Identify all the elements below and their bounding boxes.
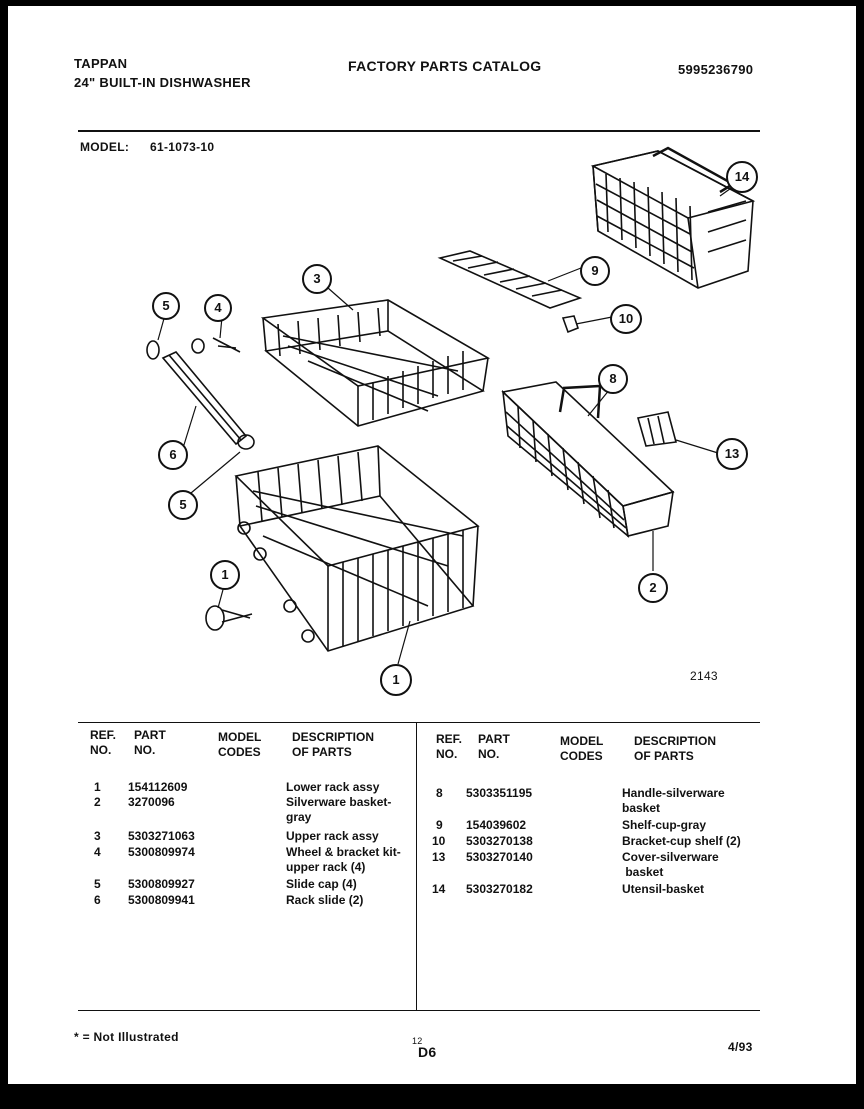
part-cell: 5303270140 [466, 850, 533, 864]
callout-4: 4 [204, 294, 232, 322]
part-cell: 5300809927 [128, 877, 195, 891]
desc-cell: Rack slide (2) [286, 893, 364, 907]
desc-cell: Lower rack assy [286, 780, 380, 794]
callout-label: 1 [392, 672, 400, 687]
not-illustrated-note: * = Not Illustrated [74, 1030, 179, 1044]
desc-cell: Slide cap (4) [286, 877, 357, 891]
product-name: 24" BUILT-IN DISHWASHER [74, 75, 251, 90]
cup-shelf-illustration [437, 250, 583, 309]
callout-8: 8 [598, 364, 628, 394]
part-cell: 5303270182 [466, 882, 533, 896]
lower-rack-illustration [234, 445, 480, 652]
callout-label: 2 [649, 580, 657, 595]
callout-9: 9 [580, 256, 610, 286]
ref-cell: 1 [94, 780, 101, 794]
callout-5-upper: 5 [152, 292, 180, 320]
lower-rack-wheel-illustration [205, 605, 253, 631]
part-cell: 154039602 [466, 818, 527, 832]
part-cell: 5300809974 [128, 845, 195, 859]
desc-cell: Silverware basket- gray [286, 795, 392, 824]
catalog-title: FACTORY PARTS CATALOG [348, 58, 542, 74]
callout-label: 5 [179, 497, 187, 512]
callout-6: 6 [158, 440, 188, 470]
callout-3: 3 [302, 264, 332, 294]
callout-label: 5 [162, 298, 170, 313]
ref-cell: 9 [436, 818, 443, 832]
ref-cell: 10 [432, 834, 446, 848]
desc-cell: Handle-silverware basket [622, 786, 725, 815]
utensil-basket-illustration [590, 146, 756, 289]
callout-5-lower: 5 [168, 490, 198, 520]
basket-cover-illustration [636, 411, 678, 447]
model-value: 61-1073-10 [150, 140, 215, 154]
callout-label: 1 [221, 567, 229, 582]
callout-label: 14 [734, 169, 750, 184]
callout-label: 4 [214, 300, 222, 315]
callout-10: 10 [610, 304, 642, 334]
silverware-basket-illustration [501, 381, 675, 538]
desc-cell: Wheel & bracket kit- upper rack (4) [286, 845, 401, 874]
callout-14: 14 [726, 161, 758, 193]
revision-date: 4/93 [728, 1040, 753, 1054]
callout-label: 10 [618, 311, 634, 326]
desc-cell: Upper rack assy [286, 829, 379, 843]
ref-cell: 6 [94, 893, 101, 907]
catalog-number: 5995236790 [678, 62, 754, 77]
callout-label: 9 [591, 263, 599, 278]
slide-cap-illustration [146, 340, 160, 360]
callout-label: 8 [609, 371, 617, 386]
ref-cell: 13 [432, 850, 446, 864]
table-divider [416, 722, 417, 1010]
parts-diagram [146, 146, 756, 665]
page-small-number: 12 [412, 1036, 423, 1046]
ref-cell: 3 [94, 829, 101, 843]
slide-cap-illustration [237, 434, 255, 450]
rack-slide-illustration [161, 351, 248, 446]
table-top-rule [78, 722, 760, 723]
ref-cell: 8 [436, 786, 443, 800]
part-cell: 3270096 [128, 795, 175, 809]
callout-13: 13 [716, 438, 748, 470]
ref-cell: 5 [94, 877, 101, 891]
callout-1-wheel: 1 [210, 560, 240, 590]
part-cell: 5300809941 [128, 893, 195, 907]
model-label: MODEL: [80, 140, 130, 154]
header-ref: REF.NO. [90, 728, 117, 757]
shelf-bracket-illustration [561, 315, 579, 334]
part-cell: 5303351195 [466, 786, 533, 800]
table-bottom-rule [78, 1010, 760, 1011]
wheel-bracket-illustration [191, 337, 241, 354]
part-cell: 154112609 [128, 780, 188, 794]
catalog-page: TAPPAN 24" BUILT-IN DISHWASHER FACTORY P… [8, 6, 856, 1084]
callout-label: 13 [724, 446, 740, 461]
callout-2: 2 [638, 573, 668, 603]
desc-cell: Cover-silverware basket [622, 850, 719, 879]
ref-cell: 2 [94, 795, 101, 809]
header-ref: REF.NO. [436, 732, 463, 761]
part-cell: 5303270138 [466, 834, 533, 848]
ref-cell: 14 [432, 882, 446, 896]
desc-cell: Bracket-cup shelf (2) [622, 834, 741, 848]
page-code: D6 [418, 1044, 437, 1060]
desc-cell: Utensil-basket [622, 882, 705, 896]
desc-cell: Shelf-cup-gray [622, 818, 707, 832]
part-cell: 5303271063 [128, 829, 195, 843]
callout-1-rack: 1 [380, 664, 412, 696]
brand-name: TAPPAN [74, 56, 128, 71]
callout-label: 6 [169, 447, 177, 462]
callout-label: 3 [313, 271, 321, 286]
header-rule [78, 130, 760, 132]
ref-cell: 4 [94, 845, 101, 859]
figure-number: 2143 [690, 669, 718, 683]
upper-rack-illustration [260, 299, 491, 427]
